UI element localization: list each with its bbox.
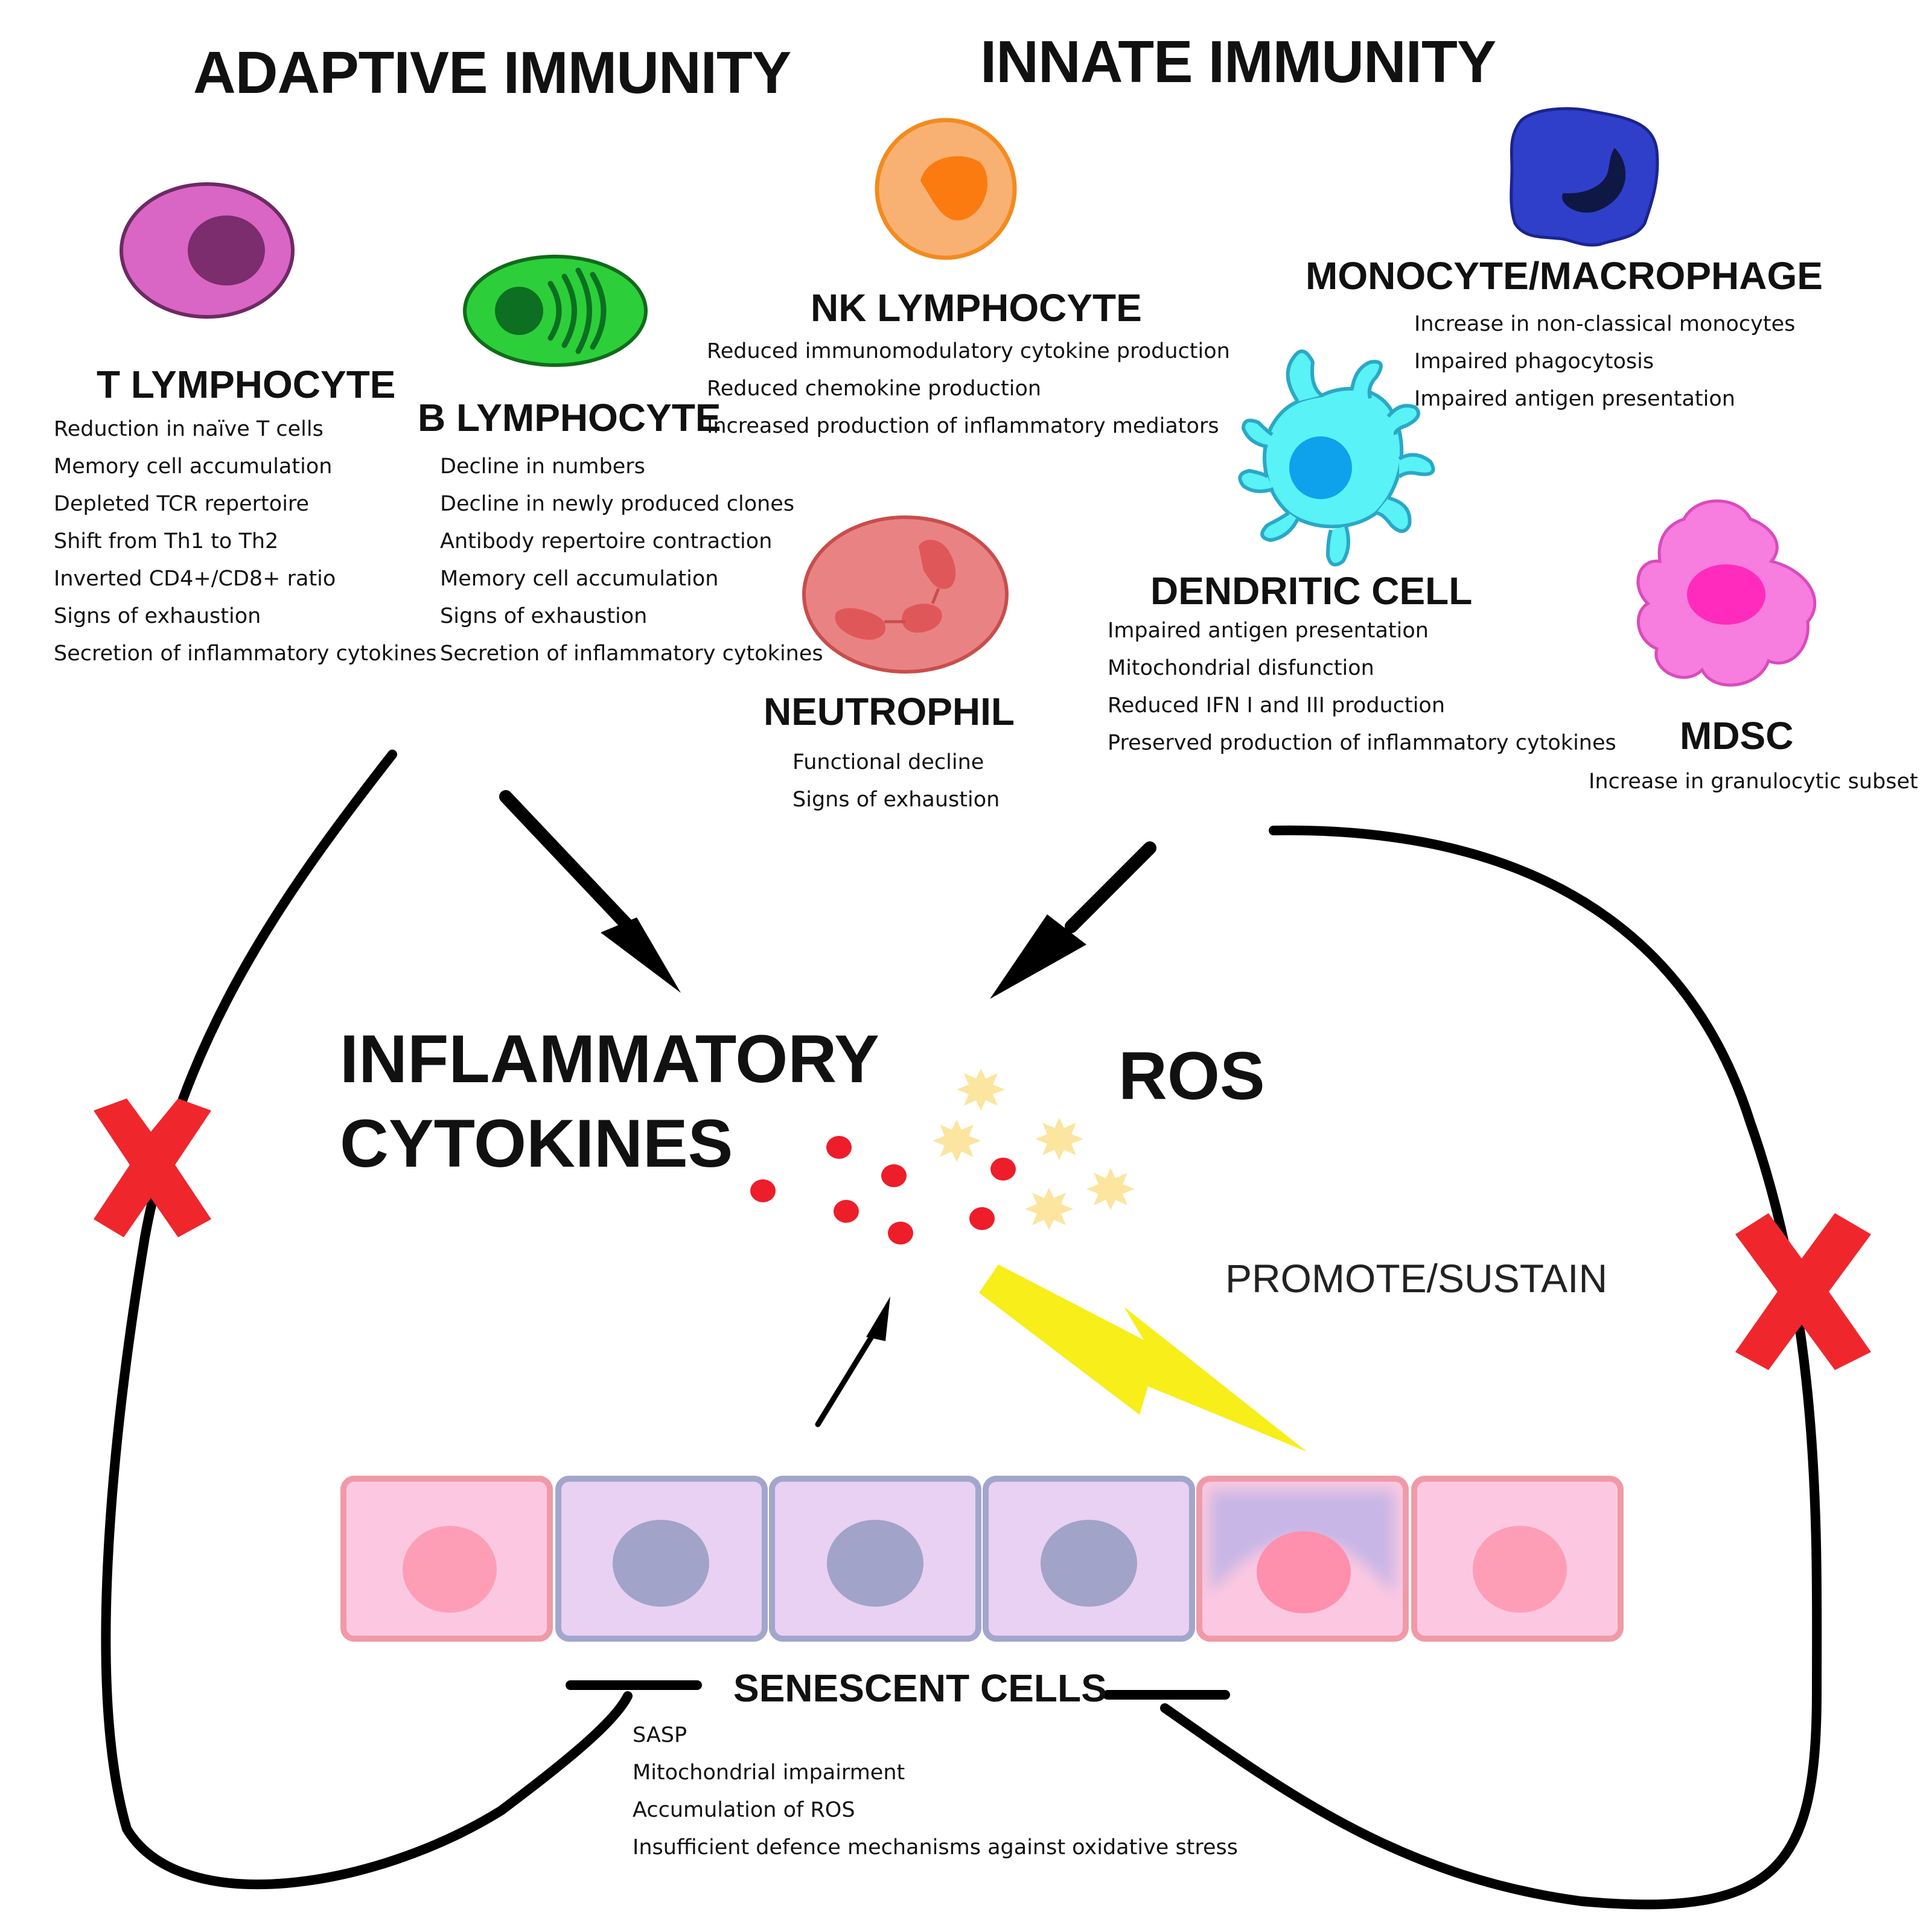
b-lymphocyte-icon <box>463 255 648 367</box>
cytokine-dot <box>750 1179 776 1202</box>
neutrophil-features: Functional decline Signs of exhaustion <box>792 744 1000 818</box>
dendritic-nucleus <box>1289 436 1352 499</box>
feature-item: Memory cell accumulation <box>54 454 333 479</box>
dendritic-cell-title: DENDRITIC CELL <box>1150 569 1473 613</box>
b-lymphocyte-title: B LYMPHOCYTE <box>418 396 721 439</box>
feature-item: Reduced chemokine production <box>707 377 1042 401</box>
feature-item: Insufficient defence mechanisms against … <box>633 1835 1239 1860</box>
dendritic-cell-features: Impaired antigen presentation Mitochondr… <box>1108 612 1616 762</box>
cytokine-dot <box>826 1136 852 1159</box>
feature-item: Signs of exhaustion <box>54 604 261 628</box>
cytokine-dot <box>888 1222 913 1245</box>
senescent-cells-title: SENESCENT CELLS <box>733 1666 1107 1710</box>
feature-item: Secretion of inflammatory cytokines <box>440 642 823 666</box>
mdsc-title: MDSC <box>1680 714 1794 757</box>
ros-star <box>1025 1188 1073 1230</box>
cytokine-dot <box>881 1164 907 1187</box>
neutrophil-icon <box>802 515 1009 674</box>
feature-item: Functional decline <box>792 750 984 774</box>
inflammatory-title-line1: INFLAMMATORY <box>340 1021 879 1097</box>
feature-item: Increased production of inflammatory med… <box>707 414 1219 438</box>
t-lymphocyte-icon <box>120 182 295 319</box>
ros-star <box>933 1120 981 1162</box>
senescent-features: SASP Mitochondrial impairment Accumulati… <box>633 1717 1238 1866</box>
feature-item: Depleted TCR repertoire <box>54 492 310 516</box>
feature-item: SASP <box>633 1723 687 1747</box>
feature-item: Secretion of inflammatory cytokines <box>54 642 437 666</box>
innate-arrow <box>990 841 1156 999</box>
feature-item: Shift from Th1 to Th2 <box>54 529 279 553</box>
feature-item: Increase in non-classical monocytes <box>1414 312 1796 336</box>
senescent-arrow <box>815 1296 890 1427</box>
feature-item: Accumulation of ROS <box>633 1798 855 1822</box>
feature-item: Decline in newly produced clones <box>440 492 795 516</box>
right-feedback-loop <box>1103 825 1822 1910</box>
feature-item: Reduced immunomodulatory cytokine produc… <box>707 339 1230 363</box>
feature-item: Impaired phagocytosis <box>1414 349 1654 374</box>
feature-item: Increase in granulocytic subset <box>1589 770 1918 794</box>
feature-item: Signs of exhaustion <box>440 604 648 628</box>
adaptive-immunity-title: ADAPTIVE IMMUNITY <box>193 39 791 106</box>
cytokine-dot <box>834 1200 859 1223</box>
nk-lymphocyte-features: Reduced immunomodulatory cytokine produc… <box>707 333 1230 445</box>
cytokine-dots <box>750 1136 1016 1245</box>
feature-item: Reduction in naïve T cells <box>54 417 324 441</box>
monocyte-icon <box>1510 107 1659 247</box>
nk-lymphocyte-icon <box>875 118 1017 260</box>
ros-title: ROS <box>1118 1038 1265 1114</box>
left-feedback-loop <box>101 750 702 1890</box>
feature-item: Signs of exhaustion <box>792 788 1000 812</box>
cell-nucleus <box>613 1520 709 1607</box>
feature-item: Preserved production of inflammatory cyt… <box>1108 731 1616 755</box>
mdsc-icon <box>1636 499 1817 687</box>
feature-item: Antibody repertoire contraction <box>440 529 773 553</box>
b-lymphocyte-features: Decline in numbers Decline in newly prod… <box>440 448 823 672</box>
feature-item: Inverted CD4+/CD8+ ratio <box>54 567 336 591</box>
ros-stars <box>933 1068 1135 1230</box>
ros-star <box>957 1068 1005 1111</box>
nk-lymphocyte-title: NK LYMPHOCYTE <box>811 286 1142 330</box>
mdsc-features: Increase in granulocytic subset <box>1589 763 1918 800</box>
monocyte-title: MONOCYTE/MACROPHAGE <box>1306 254 1823 298</box>
monocyte-features: Increase in non-classical monocytes Impa… <box>1414 305 1795 418</box>
neutrophil-title: NEUTROPHIL <box>764 690 1015 733</box>
feature-item: Reduced IFN I and III production <box>1108 693 1446 718</box>
cytokine-dot <box>990 1158 1016 1181</box>
left-block-cross <box>94 1098 211 1237</box>
right-block-cross <box>1735 1213 1871 1370</box>
ros-star <box>1035 1118 1083 1160</box>
t-lymphocyte-features: Reduction in naïve T cells Memory cell a… <box>54 410 437 672</box>
lightning-bolt-icon <box>979 1264 1307 1452</box>
ros-star <box>1086 1168 1135 1210</box>
cell-nucleus <box>403 1526 497 1613</box>
feature-item: Mitochondrial disfunction <box>1108 656 1374 680</box>
cell-nucleus <box>827 1520 923 1607</box>
promote-sustain-label: PROMOTE/SUSTAIN <box>1225 1256 1608 1301</box>
feature-item: Memory cell accumulation <box>440 567 719 591</box>
cytokine-dot <box>969 1207 995 1230</box>
cell-nucleus <box>1257 1531 1351 1613</box>
t-lymphocyte-title: T LYMPHOCYTE <box>97 363 396 406</box>
cell-nucleus <box>1473 1526 1567 1613</box>
feature-item: Decline in numbers <box>440 454 645 479</box>
feature-item: Mitochondrial impairment <box>633 1761 905 1785</box>
feature-item: Impaired antigen presentation <box>1414 387 1735 411</box>
innate-immunity-title: INNATE IMMUNITY <box>980 28 1496 95</box>
inflammatory-title-line2: CYTOKINES <box>340 1106 733 1181</box>
adaptive-arrow <box>499 790 681 993</box>
cell-nucleus <box>1041 1520 1137 1607</box>
tissue-cells <box>340 1476 1624 1642</box>
feature-item: Impaired antigen presentation <box>1108 619 1429 643</box>
